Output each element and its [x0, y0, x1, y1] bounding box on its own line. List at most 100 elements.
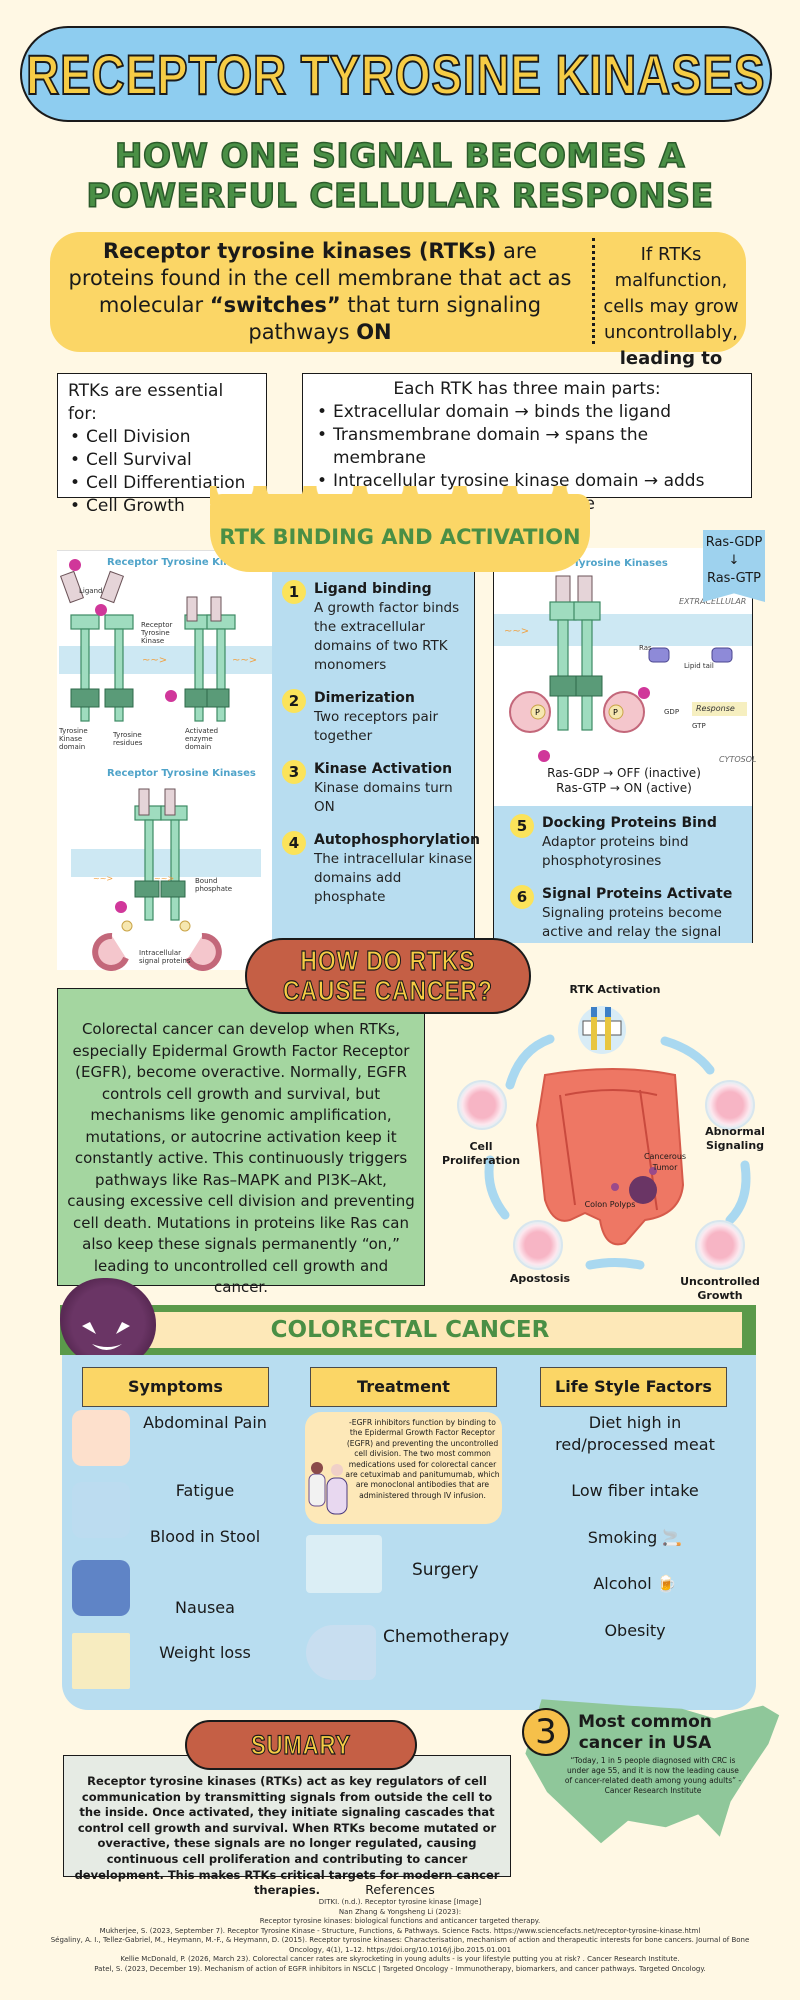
step-4: 4 Autophosphorylation The intracellular …	[282, 831, 481, 907]
reference-item: Oncology, 4(1), 1–12. https://doi.org/10…	[288, 1945, 512, 1954]
step-number: 1	[282, 580, 306, 604]
cycle-uncontrolled-growth: Uncontrolled Growth	[680, 1275, 760, 1302]
iv-infusion-image	[308, 1462, 348, 1515]
step-description: Two receptors pair together	[314, 709, 439, 744]
reference-item: Receptor tyrosine kinases: biological fu…	[259, 1917, 541, 1925]
svg-text:~~>: ~~>	[504, 626, 529, 637]
essential-item: Cell Division	[68, 426, 256, 449]
treatment-bubble: -EGFR inhibitors function by binding to …	[305, 1412, 502, 1524]
intro-bold: Receptor tyrosine kinases (RTKs)	[103, 239, 497, 263]
reference-item: DITKI. (n.d.). Receptor tyrosine kinase …	[318, 1898, 482, 1906]
chemotherapy-image	[306, 1625, 376, 1680]
ras-gdp-label: Ras-GDP	[705, 535, 763, 550]
symptom-item: Fatigue	[175, 1481, 235, 1500]
label-residues: Tyrosine residues	[113, 731, 143, 747]
diagram-caption: Receptor Tyrosine Kinases	[519, 558, 668, 569]
colorectal-banner-inner: COLORECTAL CANCER	[78, 1312, 742, 1348]
step-title: Dimerization	[314, 690, 415, 706]
ras-activation-illustration: P P ~~>	[494, 575, 752, 762]
section-heading: SUMARY	[250, 1729, 352, 1760]
essential-item: Cell Growth	[68, 495, 256, 518]
symptoms-header: Symptoms	[82, 1367, 269, 1407]
colorectal-banner: COLORECTAL CANCER	[60, 1305, 756, 1355]
rtk-activation-illustration: ~~> ~~> ~~> ~~>	[59, 559, 272, 971]
step-title: Autophosphorylation	[314, 832, 481, 848]
parts-heading: Each RTK has three main parts:	[393, 379, 661, 399]
uncontrolled-cells-image	[695, 1220, 745, 1270]
step-6: 6 Signal Proteins Activate Signaling pro…	[510, 885, 752, 942]
essential-box: RTKs are essential for: Cell Division Ce…	[57, 373, 267, 518]
diagram-caption: Receptor Tyrosine Kinases	[107, 768, 256, 779]
egfr-inhibitor-text: -EGFR inhibitors function by binding to …	[345, 1418, 500, 1500]
how-do-rtks-banner: HOW DO RTKS CAUSE CANCER?	[245, 938, 531, 1014]
parts-item: Transmembrane domain → spans the membran…	[315, 424, 739, 470]
lifestyle-item: Smoking 🚬	[587, 1528, 683, 1547]
section-heading: HOW DO RTKS CAUSE CANCER?	[283, 945, 493, 1006]
step-description: Adaptor proteins bind phosphotyrosines	[542, 834, 689, 869]
step-number: 4	[282, 831, 306, 855]
svg-text:P: P	[535, 708, 540, 717]
reference-item: Nan Zhang & Yongsheng Li (2023):	[338, 1907, 462, 1916]
step-number: 3	[282, 760, 306, 784]
step-5: 5 Docking Proteins Bind Adaptor proteins…	[510, 814, 752, 871]
rtk-diagram-left: Receptor Tyrosine Kinases ~~> ~~> ~~> ~	[57, 550, 272, 971]
step-number: 5	[510, 814, 534, 838]
label-ras: Ras	[639, 644, 652, 652]
step-description: Signaling proteins become active and rel…	[542, 905, 722, 940]
proliferation-cells-image	[457, 1080, 507, 1130]
fatigue-image	[72, 1482, 130, 1538]
nausea-image	[72, 1560, 130, 1616]
down-arrow-icon: ↓	[728, 553, 740, 568]
title-banner: RECEPTOR TYROSINE KINASES	[20, 26, 772, 122]
section-heading: COLORECTAL CANCER	[270, 1317, 550, 1343]
abdominal-pain-image	[72, 1410, 130, 1466]
lifestyle-item: Diet high in red/processed meat	[555, 1413, 715, 1454]
label-lipid-tail: Lipid tail	[684, 662, 714, 670]
svg-text:P: P	[613, 708, 618, 717]
label-cytosol: CYTOSOL	[719, 755, 757, 764]
lifestyle-item: Alcohol 🍺	[593, 1574, 677, 1593]
step-title: Signal Proteins Activate	[542, 886, 733, 902]
label-activated: Activated enzyme domain	[185, 727, 219, 751]
abnormal-cells-image	[705, 1080, 755, 1130]
ras-off-state: Ras-GDP → OFF (inactive)	[547, 766, 701, 780]
subtitle-line-2: POWERFUL CELLULAR RESPONSE	[86, 175, 714, 216]
symptom-item: Nausea	[175, 1598, 235, 1617]
diagram-caption: Receptor Tyrosine Kinases	[107, 557, 256, 568]
parts-item: Extracellular domain → binds the ligand	[315, 401, 739, 424]
symptom-item: Blood in Stool	[149, 1527, 261, 1546]
step-description: Kinase domains turn ON	[314, 780, 453, 815]
step-description: A growth factor binds the extracellular …	[314, 600, 460, 673]
essential-item: Cell Survival	[68, 449, 256, 472]
surgery-image	[306, 1535, 382, 1593]
intro-text-1: are proteins found in the cell membrane …	[68, 239, 572, 317]
label-tk-domain: Tyrosine Kinase domain	[59, 727, 88, 751]
svg-text:~~>: ~~>	[232, 655, 257, 666]
steps-panel-right: 5 Docking Proteins Bind Adaptor proteins…	[494, 806, 752, 943]
mascot-face	[82, 1322, 130, 1350]
colon-illustration	[484, 1006, 751, 1270]
step-2: 2 Dimerization Two receptors pair togeth…	[282, 689, 474, 746]
label-bound-phosphate: Bound phosphate	[195, 877, 233, 893]
cancer-cell-mascot-icon	[60, 1278, 156, 1368]
label-cancerous-tumor: Cancerous Tumor	[643, 1152, 687, 1172]
ras-gdp-gtp-tag: Ras-GDP ↓ Ras-GTP	[703, 530, 765, 602]
lifestyle-header: Life Style Factors	[540, 1367, 727, 1407]
symptom-item: Abdominal Pain	[143, 1413, 267, 1432]
step-3: 3 Kinase Activation Kinase domains turn …	[282, 760, 474, 817]
step-title: Docking Proteins Bind	[542, 815, 717, 831]
label-receptor: Receptor Tyrosine Kinase	[141, 621, 173, 645]
intro-switch: “switches”	[209, 293, 341, 317]
heading-line-2: CAUSE CANCER?	[283, 975, 493, 1006]
cancer-cycle-diagram: RTK Activation Abnormal Signaling Uncont…	[425, 975, 800, 1302]
references: References DITKI. (n.d.). Receptor tyros…	[0, 1882, 800, 1974]
ras-gtp-label: Ras-GTP	[706, 571, 762, 586]
reference-item: Mukherjee, S. (2023, September 7). Recep…	[99, 1926, 701, 1935]
cycle-cell-proliferation: Cell Proliferation	[441, 1140, 521, 1167]
malfunction-text: If RTKs malfunction, cells may grow unco…	[603, 244, 739, 343]
usa-heading: Most common cancer in USA	[578, 1712, 712, 1753]
step-1: 1 Ligand binding A growth factor binds t…	[282, 580, 474, 675]
svg-text:~~>: ~~>	[93, 874, 113, 883]
reference-item: Patel, S. (2023, December 19). Mechanism…	[94, 1964, 706, 1973]
